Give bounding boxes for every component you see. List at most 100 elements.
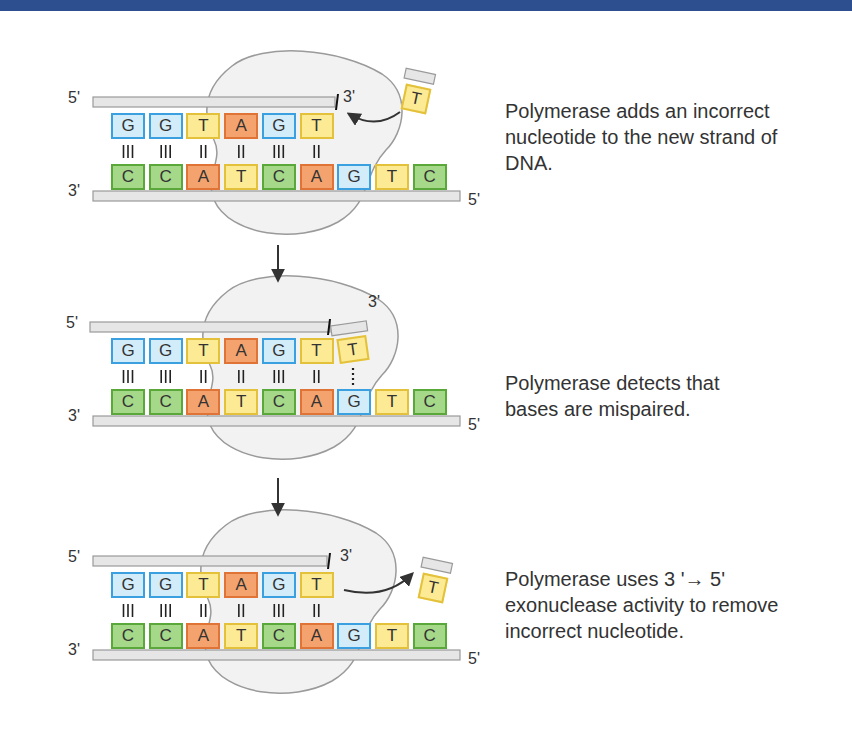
hydrogen-bond: [123, 370, 125, 383]
base-letter: T: [198, 116, 208, 136]
base-letter: A: [198, 167, 209, 187]
hydrogen-bond: [313, 604, 315, 617]
base-letter: A: [311, 392, 322, 412]
base-letter: C: [423, 392, 435, 412]
hydrogen-bond: [169, 370, 171, 383]
strand-end-label: 3': [368, 292, 380, 313]
base-letter: T: [409, 88, 423, 110]
nucleotide-box: A: [300, 164, 334, 190]
hydrogen-bond: [238, 604, 240, 617]
base-letter: G: [159, 575, 172, 595]
hydrogen-bond: [169, 604, 171, 617]
nucleotide-box: G: [262, 338, 296, 364]
base-letter: C: [423, 626, 435, 646]
hydrogen-bond: [160, 370, 162, 383]
base-letter: C: [160, 392, 172, 412]
nucleotide-box: T: [375, 164, 409, 190]
base-letter: T: [236, 167, 246, 187]
hydrogen-bond: [352, 368, 354, 385]
base-letter: T: [198, 575, 208, 595]
hydrogen-bond: [132, 604, 134, 617]
nucleotide-box: A: [224, 338, 258, 364]
base-letter: A: [311, 626, 322, 646]
hydrogen-bond: [243, 370, 245, 383]
hydrogen-bond: [273, 370, 275, 383]
nucleotide-box: G: [149, 572, 183, 598]
base-letter: C: [160, 626, 172, 646]
motion-arrow: [278, 112, 412, 593]
nucleotide-box: A: [186, 623, 220, 649]
nucleotide-box: C: [111, 164, 145, 190]
hydrogen-bond: [165, 145, 167, 158]
nucleotide-box: G: [111, 113, 145, 139]
nucleotide-box: T: [401, 84, 432, 115]
nucleotide-box: A: [186, 164, 220, 190]
hydrogen-bond: [273, 145, 275, 158]
hydrogen-bond: [205, 370, 207, 383]
dna-backbone: [90, 68, 460, 660]
nucleotide-box: T: [375, 389, 409, 415]
hydrogen-bond: [160, 604, 162, 617]
nucleotide-box: T: [186, 338, 220, 364]
nucleotide-box: A: [300, 623, 334, 649]
base-letter: T: [311, 575, 321, 595]
nucleotide-box: T: [224, 164, 258, 190]
base-letter: G: [159, 341, 172, 361]
strand-end-label: 3': [340, 546, 352, 567]
hydrogen-bond: [165, 604, 167, 617]
base-letter: C: [273, 167, 285, 187]
nucleotide-box: T: [186, 572, 220, 598]
base-letter: T: [387, 392, 397, 412]
strand-end-label: 5': [68, 547, 80, 568]
base-letter: A: [235, 575, 246, 595]
strand-end-label: 3': [68, 406, 80, 427]
hydrogen-bond: [238, 370, 240, 383]
nucleotide-box: C: [149, 389, 183, 415]
nucleotide-box: G: [262, 113, 296, 139]
hydrogen-bond: [127, 604, 129, 617]
nucleotide-box: C: [111, 389, 145, 415]
strand-end-label: 5': [66, 313, 78, 334]
nucleotide-box: G: [149, 113, 183, 139]
base-letter: C: [122, 392, 134, 412]
nucleotide-box: T: [224, 623, 258, 649]
nucleotide-box: T: [336, 335, 369, 364]
hydrogen-bond: [200, 604, 202, 617]
nucleotide-box: A: [224, 572, 258, 598]
hydrogen-bond: [132, 145, 134, 158]
base-letter: G: [272, 116, 285, 136]
nucleotide-box: C: [262, 389, 296, 415]
nucleotide-box: G: [262, 572, 296, 598]
nucleotide-box: C: [111, 623, 145, 649]
nucleotide-box: C: [413, 389, 447, 415]
step-description: Polymerase uses 3 '→ 5' exonuclease acti…: [505, 566, 815, 644]
step-description: Polymerase adds an incorrect nucleotide …: [505, 98, 795, 176]
base-letter: C: [423, 167, 435, 187]
hydrogen-bond: [127, 145, 129, 158]
nucleotide-box: A: [186, 389, 220, 415]
nucleotide-box: T: [186, 113, 220, 139]
base-letter: T: [311, 341, 321, 361]
base-letter: A: [235, 341, 246, 361]
hydrogen-bond: [132, 370, 134, 383]
header-band: [0, 0, 852, 11]
polymerase-enzyme: [201, 51, 402, 693]
nucleotide-box: C: [149, 623, 183, 649]
strand-end-label: 5': [68, 88, 80, 109]
nucleotide-box: G: [111, 338, 145, 364]
nucleotide-box: G: [111, 572, 145, 598]
hydrogen-bond: [127, 370, 129, 383]
nucleotide-box: T: [375, 623, 409, 649]
hydrogen-bond: [205, 604, 207, 617]
base-letter: G: [121, 341, 134, 361]
base-letter: T: [198, 341, 208, 361]
base-letter: A: [198, 626, 209, 646]
strand-end-label: 3': [343, 87, 355, 108]
hydrogen-bond: [243, 145, 245, 158]
hydrogen-bond: [278, 604, 280, 617]
nucleotide-box: C: [413, 164, 447, 190]
base-letter: G: [272, 575, 285, 595]
nucleotide-box: C: [262, 623, 296, 649]
base-letter: A: [311, 167, 322, 187]
